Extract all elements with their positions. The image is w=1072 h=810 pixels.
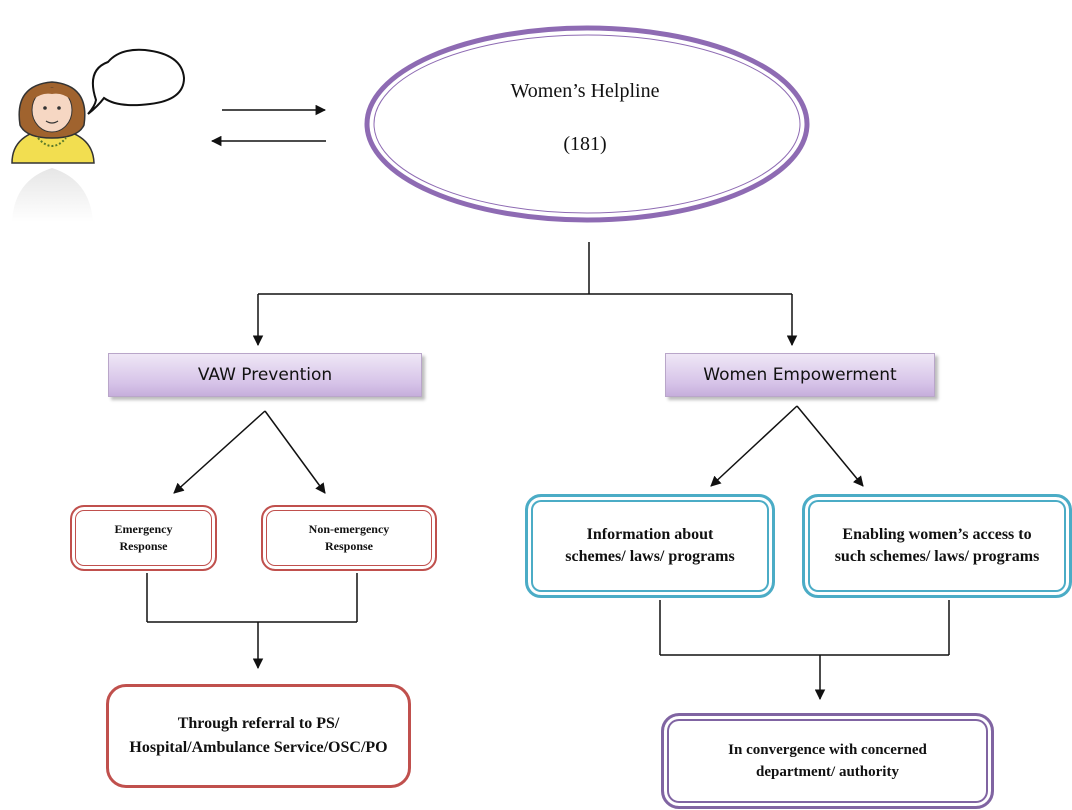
arrow-to-access <box>796 405 864 487</box>
helpline-title: Women’s Helpline <box>510 80 660 102</box>
vaw-prevention-label: VAW Prevention <box>197 365 333 385</box>
emergency-response-box: Emergency Response <box>70 505 217 571</box>
non-emergency-response-label: Non-emergency Response <box>308 522 390 553</box>
access-label: Enabling women’s access to such schemes/… <box>834 526 1040 565</box>
referral-label: Through referral to PS/ Hospital/Ambulan… <box>129 715 388 756</box>
women-empowerment-label: Women Empowerment <box>703 365 897 385</box>
arrow-to-information <box>710 405 798 487</box>
convergence-box: In convergence with concerned department… <box>661 713 994 809</box>
convergence-label: In convergence with concerned department… <box>728 742 927 780</box>
access-box: Enabling women’s access to such schemes/… <box>802 494 1072 598</box>
woman-avatar-icon <box>11 81 95 222</box>
arrow-to-emergency <box>173 410 266 494</box>
speech-bubble-icon <box>87 48 186 115</box>
helpline-number: (181) <box>563 133 607 155</box>
women-empowerment-box: Women Empowerment <box>665 353 935 397</box>
information-label: Information about schemes/ laws/ program… <box>565 526 735 565</box>
helpline-ellipse <box>364 25 810 223</box>
emergency-response-label: Emergency Response <box>114 522 173 553</box>
information-box: Information about schemes/ laws/ program… <box>525 494 775 598</box>
empowerment-merge-connector <box>659 600 950 701</box>
vaw-merge-connector <box>146 573 358 670</box>
arrow-to-nonemergency <box>264 410 326 494</box>
referral-box: Through referral to PS/ Hospital/Ambulan… <box>106 684 411 788</box>
helpline-connector <box>252 242 798 347</box>
vaw-prevention-box: VAW Prevention <box>108 353 422 397</box>
non-emergency-response-box: Non-emergency Response <box>261 505 437 571</box>
